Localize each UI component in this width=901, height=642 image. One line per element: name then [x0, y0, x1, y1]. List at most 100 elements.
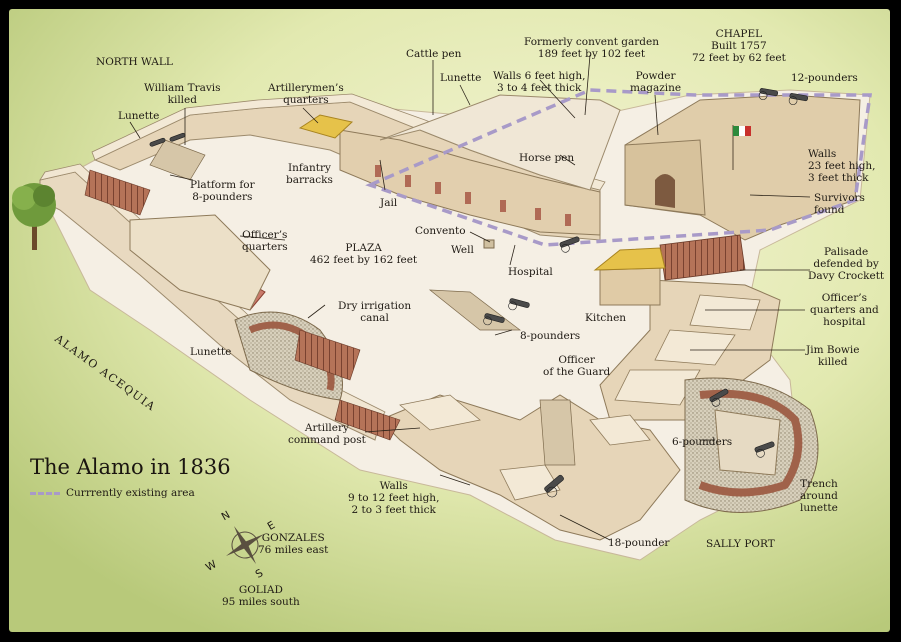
- label-powder-line: Powder: [635, 70, 676, 82]
- label-walls-6: Walls 6 feet high,3 to 4 feet thick: [493, 70, 585, 94]
- legend-label: Currrently existing area: [66, 487, 195, 499]
- label-artillerymens-line: Artillerymen’s: [268, 82, 344, 94]
- barracks-doors: [375, 165, 571, 226]
- label-dry-canal-line: canal: [360, 312, 389, 324]
- label-powder-line: magazine: [630, 82, 682, 94]
- label-plaza-line: 462 feet by 162 feet: [310, 254, 418, 266]
- label-trench-line: around: [800, 490, 838, 502]
- lunette-southeast-floor: [714, 409, 781, 476]
- label-trench-line: Trench: [800, 478, 838, 490]
- label-artillery-cmd-line: command post: [288, 434, 366, 446]
- label-palisade-line: Palisade: [824, 246, 869, 258]
- kitchen-building: [599, 267, 661, 306]
- officers-quarters-west: [129, 214, 271, 311]
- label-artillery-cmd-line: Artillery: [304, 422, 349, 434]
- label-lunette-n: Lunette: [440, 72, 481, 84]
- label-infantry-line: Infantry: [287, 162, 331, 174]
- label-12-pounders: 12-pounders: [791, 72, 858, 84]
- label-sally-port: SALLY PORT: [706, 538, 775, 550]
- map-title: The Alamo in 1836: [30, 455, 231, 479]
- existing-area-outline: [365, 88, 873, 247]
- label-officers-hospital-line: hospital: [823, 316, 866, 328]
- south-rooms: [399, 394, 651, 501]
- label-walls-23-line: Walls: [808, 148, 837, 160]
- ramps: [149, 139, 576, 466]
- label-survivors-line: found: [814, 204, 845, 216]
- label-lunette-sw: Lunette: [190, 346, 231, 358]
- label-jim-bowie-line: killed: [818, 356, 848, 368]
- label-dry-canal-line: Dry irrigation: [338, 300, 412, 312]
- label-kitchen-line: Kitchen: [585, 312, 627, 324]
- label-palisade-line: Davy Crockett: [808, 270, 885, 282]
- label-8-pounders: 8-pounders: [520, 330, 580, 342]
- label-william-travis-line: William Travis: [144, 82, 221, 94]
- label-chapel-line: 72 feet by 62 feet: [692, 52, 786, 64]
- label-officers-quarters-line: quarters: [242, 241, 288, 253]
- compass-rose: [225, 525, 265, 565]
- label-officers-quarters-line: Officer’s: [242, 229, 288, 241]
- label-6-pounders: 6-pounders: [672, 436, 732, 448]
- label-trench-line: lunette: [800, 502, 838, 514]
- artillerymens-roof: [298, 114, 354, 139]
- label-palisade-line: defended by: [813, 258, 879, 270]
- label-goliad-line: GOLIAD: [238, 584, 283, 596]
- label-north-wall-line: NORTH WALL: [96, 56, 173, 68]
- label-officer-guard-line: of the Guard: [543, 366, 611, 378]
- palisade-stakes: [84, 169, 401, 441]
- label-horse-pen: Horse pen: [519, 152, 574, 164]
- label-convent-garden-line: Formerly convent garden: [524, 36, 659, 48]
- label-sally-port-line: SALLY PORT: [706, 538, 775, 550]
- label-horse-pen-line: Horse pen: [519, 152, 575, 164]
- label-infantry-line: barracks: [286, 174, 333, 186]
- lunette-southeast-palisade: [698, 389, 803, 497]
- label-walls-23-line: 3 feet thick: [808, 172, 869, 184]
- label-walls-6-line: 3 to 4 feet thick: [497, 82, 582, 94]
- label-artillerymens-line: quarters: [283, 94, 329, 106]
- label-walls-23-line: 23 feet high,: [808, 160, 876, 172]
- label-gonzales-line: 76 miles east: [258, 544, 329, 556]
- east-rooms: [614, 294, 761, 406]
- leader-lines: [129, 54, 811, 541]
- label-jail-line: Jail: [380, 197, 398, 209]
- label-platform-line: Platform for: [190, 179, 255, 191]
- label-north-wall: NORTH WALL: [96, 56, 173, 68]
- label-jim-bowie-line: Jim Bowie: [806, 344, 860, 356]
- legend: Currrently existing area: [30, 487, 195, 499]
- label-convento: Convento: [415, 225, 466, 237]
- label-12-pounders-line: 12-pounders: [791, 72, 858, 84]
- label-lunette-sw-line: Lunette: [190, 346, 232, 358]
- label-kitchen: Kitchen: [585, 312, 626, 324]
- cannon-icons: [149, 88, 809, 498]
- label-cattle-pen: Cattle pen: [406, 48, 461, 60]
- label-walls-9-line: Walls: [379, 480, 408, 492]
- label-officers-hospital-line: Officer’s: [821, 292, 867, 304]
- label-chapel-line: CHAPEL: [715, 28, 763, 40]
- label-hospital-line: Hospital: [508, 266, 553, 278]
- north-wall-top: [91, 93, 606, 191]
- label-jail: Jail: [380, 197, 397, 209]
- label-well-line: Well: [451, 244, 474, 256]
- label-chapel-line: Built 1757: [711, 40, 767, 52]
- label-cattle-pen-line: Cattle pen: [406, 48, 462, 60]
- label-8-pounders-line: 8-pounders: [520, 330, 581, 342]
- label-goliad-line: 95 miles south: [222, 596, 300, 608]
- label-18-pounder: 18-pounder: [608, 537, 669, 549]
- label-walls-9-line: 2 to 3 feet thick: [351, 504, 436, 516]
